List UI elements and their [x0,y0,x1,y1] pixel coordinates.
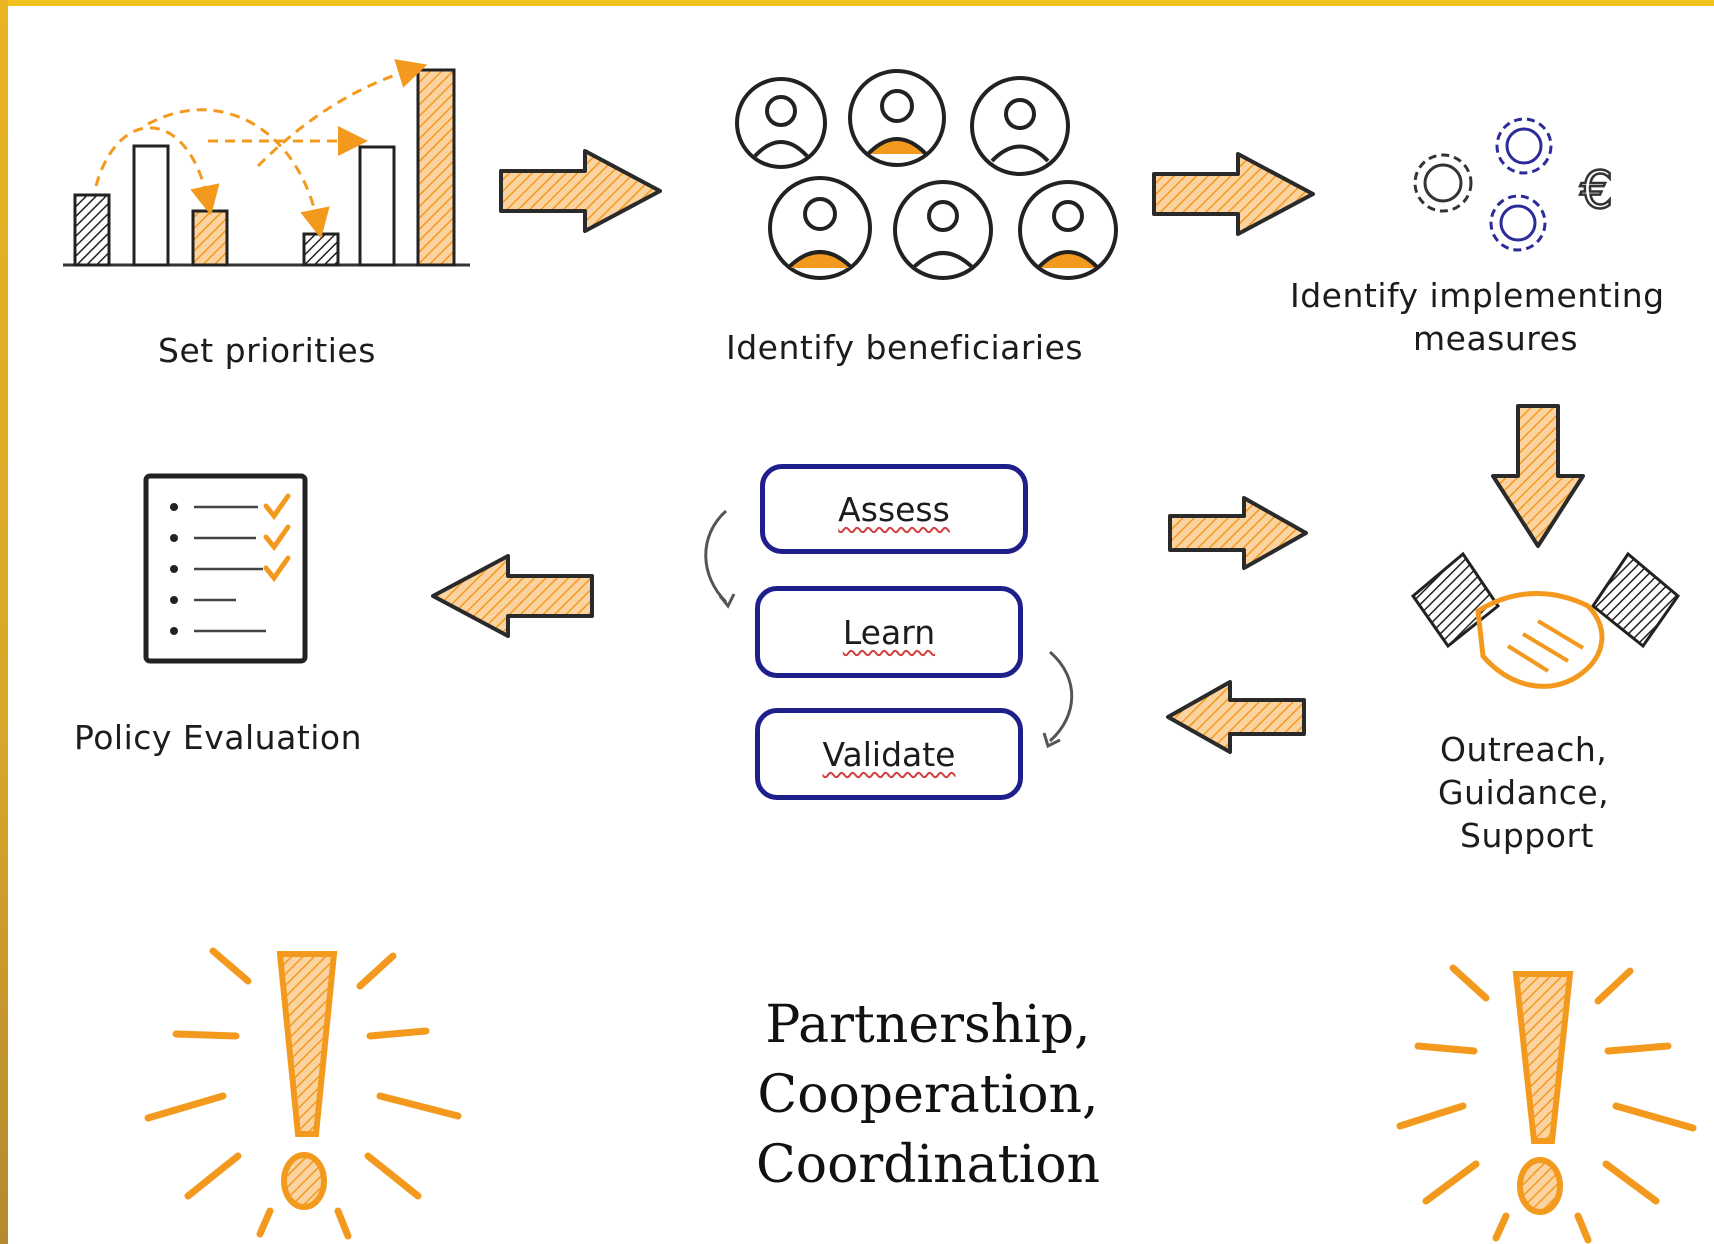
arrow-left-icon [1166,680,1306,754]
label-identify-measures-line1: Identify implementing [1290,276,1665,315]
label-outreach-line3: Support [1460,816,1594,855]
gears-icon [1413,117,1553,252]
label-identify-beneficiaries: Identify beneficiaries [726,328,1084,367]
cycle-label-validate: Validate [822,734,956,774]
cycle-label-learn: Learn [842,612,936,652]
diagram-canvas: € [8,6,1714,1244]
footer-line-coordination: Coordination [756,1135,1100,1195]
arrow-down-icon [1491,404,1585,548]
arrow-right-icon [1152,152,1315,236]
cycle-box-assess: Assess [760,464,1028,554]
cycle-arrow-icon [704,509,1074,749]
label-identify-measures-line2: measures [1413,319,1579,358]
cycle-label-assess: Assess [838,489,950,529]
bar-chart-icon [63,59,470,267]
handshake-icon [1410,551,1681,689]
label-policy-evaluation: Policy Evaluation [74,718,363,757]
exclamation-icon [1396,964,1697,1244]
checklist-icon [143,473,308,664]
diagram-graphics: € [63,59,1697,1244]
label-outreach-line2: Guidance, [1438,773,1610,812]
arrow-right-icon [499,149,662,233]
euro-icon: € [1579,160,1615,223]
people-icon [735,69,1118,280]
label-outreach-line1: Outreach, [1440,730,1608,769]
frame-left-edge [0,0,8,1244]
frame-top-edge [0,0,1714,6]
exclamation-icon [144,947,462,1240]
label-set-priorities: Set priorities [158,331,376,370]
footer-line-cooperation: Cooperation, [757,1065,1099,1125]
arrow-left-icon [431,554,594,638]
svg-text:€: € [1580,161,1613,221]
cycle-box-learn: Learn [755,586,1023,678]
footer-line-partnership: Partnership, [765,995,1091,1055]
cycle-box-validate: Validate [755,708,1023,800]
arrow-right-icon [1168,496,1308,570]
